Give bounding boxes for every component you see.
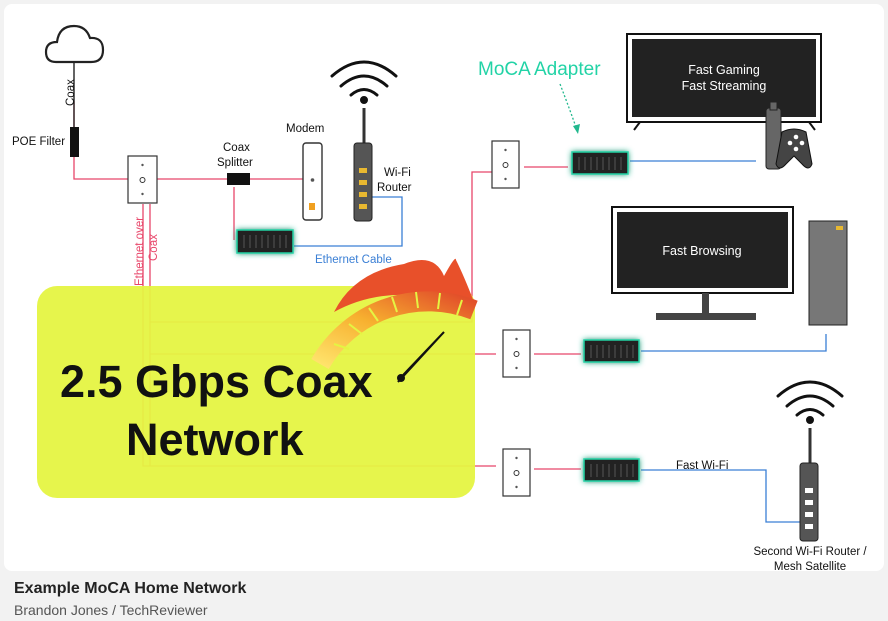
- gauge-hub: [397, 374, 405, 382]
- modem: [302, 142, 323, 221]
- moca-arrow-head: [573, 124, 580, 134]
- fast-wifi-label: Fast Wi-Fi: [676, 460, 728, 472]
- caption-credit: Brandon Jones / TechReviewer: [14, 602, 208, 618]
- poe-filter-label: POE Filter: [12, 136, 65, 148]
- gauge-ticks: [333, 291, 463, 350]
- banner-line-2: Network: [126, 414, 305, 465]
- moca-adapter-tv: [571, 151, 629, 175]
- coax-splitter-label-2: Splitter: [217, 157, 253, 169]
- desktop-tower: [808, 220, 848, 326]
- mesh-router: [799, 428, 819, 542]
- mesh-label-2: Mesh Satellite: [774, 561, 846, 571]
- wall-plate-pc: [502, 329, 531, 378]
- monitor: [611, 206, 794, 320]
- moca-adapter-main: [236, 229, 294, 254]
- speed-gauge-arc: [311, 291, 478, 370]
- speed-banner: 2.5 Gbps Coax Network: [37, 258, 478, 498]
- mesh-label-1: Second Wi-Fi Router /: [753, 546, 867, 558]
- banner-line-1: 2.5 Gbps Coax: [60, 356, 373, 407]
- coax-splitter-label-1: Coax: [223, 142, 250, 154]
- ethernet-lines: [294, 160, 827, 523]
- caption-title: Example MoCA Home Network: [14, 580, 247, 597]
- poe-filter: [70, 127, 79, 157]
- flame-shape: [334, 258, 474, 312]
- mesh-wifi-signal-icon: [776, 380, 844, 424]
- moca-pointer-arrow: [559, 83, 578, 131]
- moca-adapter-label: MoCA Adapter: [478, 59, 601, 80]
- wall-plate-mesh: [502, 448, 531, 497]
- wifi-router-label-1: Wi-Fi: [384, 167, 411, 179]
- tv: [626, 33, 822, 131]
- wall-plate-tv: [491, 140, 520, 189]
- wifi-router-label-2: Router: [377, 182, 412, 194]
- coax-splitter: [227, 173, 250, 185]
- coax-label: Coax: [65, 79, 77, 106]
- moca-adapter-pc: [583, 339, 640, 363]
- moca-adapter-mesh: [583, 458, 640, 482]
- wall-plate-main: [127, 155, 158, 204]
- modem-label: Modem: [286, 123, 324, 135]
- moca-network-diagram: Coax POE Filter Ethernet over Coax Coax …: [12, 24, 867, 571]
- wifi-router: [353, 108, 373, 222]
- diagram-card: Coax POE Filter Ethernet over Coax Coax …: [4, 4, 884, 571]
- ethernet-over-coax-label-2: Coax: [148, 234, 160, 261]
- game-controller-icon: [775, 128, 813, 169]
- ethernet-cable-label: Ethernet Cable: [315, 254, 392, 266]
- cloud-icon: [44, 24, 105, 64]
- wifi-signal-icon: [330, 60, 398, 104]
- tv-text-line-2: Fast Streaming: [682, 79, 767, 93]
- tv-text-line-1: Fast Gaming: [688, 63, 760, 77]
- monitor-text: Fast Browsing: [662, 244, 741, 258]
- ethernet-over-coax-label-1: Ethernet over: [134, 217, 146, 286]
